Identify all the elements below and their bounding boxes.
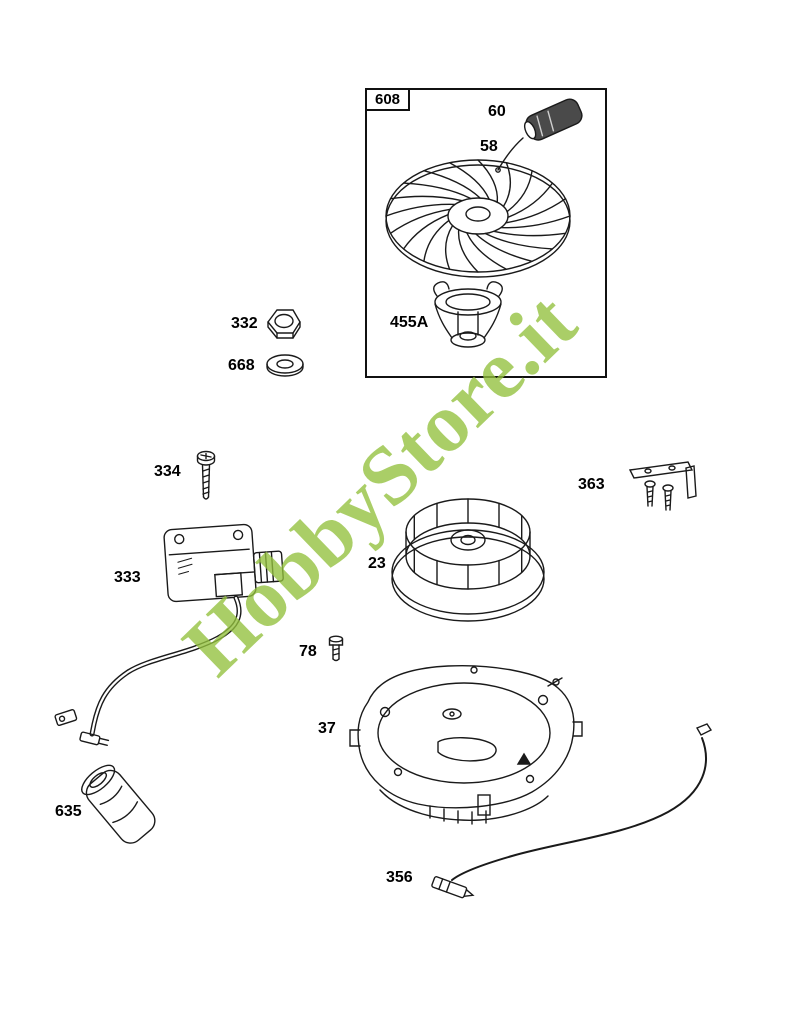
screw-drawing-334 <box>196 450 216 500</box>
part-label-78: 78 <box>299 643 317 660</box>
hex-nut-drawing <box>267 309 301 339</box>
blower-housing-drawing <box>349 665 583 825</box>
part-label-363: 363 <box>578 476 605 493</box>
part-label-23: 23 <box>368 555 386 572</box>
frame-label: 608 <box>365 88 411 111</box>
part-label-58: 58 <box>480 138 498 155</box>
stop-wire-drawing <box>431 723 713 899</box>
part-label-60: 60 <box>488 103 506 120</box>
part-label-635: 635 <box>55 803 82 820</box>
ignition-coil-drawing <box>163 523 284 603</box>
part-label-356: 356 <box>386 869 413 886</box>
starter-handle-drawing <box>523 98 583 141</box>
washer-drawing <box>266 354 304 377</box>
bolt-drawing-78 <box>328 635 344 662</box>
detail-frame-608: 608 <box>365 88 607 378</box>
wire-bracket-drawing <box>628 461 697 511</box>
part-label-332: 332 <box>231 315 258 332</box>
part-label-668: 668 <box>228 357 255 374</box>
starter-cup-drawing <box>433 281 503 348</box>
spark-plug-boot-drawing <box>81 764 156 844</box>
flywheel-drawing <box>391 498 545 622</box>
recoil-starter-drawing <box>385 159 571 278</box>
coil-ground-wire-drawing <box>54 595 242 747</box>
part-label-455a: 455A <box>390 314 429 331</box>
part-label-37: 37 <box>318 720 336 737</box>
starter-rope-drawing <box>495 137 524 173</box>
part-label-333: 333 <box>114 569 141 586</box>
part-label-334: 334 <box>154 463 181 480</box>
